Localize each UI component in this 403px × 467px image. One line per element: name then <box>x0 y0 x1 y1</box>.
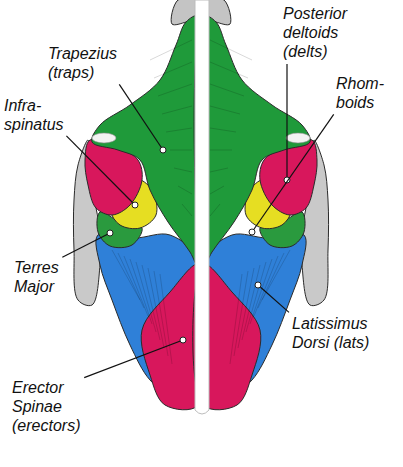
spine <box>195 0 209 414</box>
leader-dot <box>249 229 255 235</box>
fibre-line <box>178 186 192 194</box>
fibre-line <box>170 150 192 151</box>
leader-line <box>258 285 289 312</box>
leader-dot <box>160 147 166 153</box>
muscle-label: Latissimus Dorsi (lats) <box>292 314 392 352</box>
fibre-line <box>210 106 240 114</box>
fibre-line <box>242 265 260 340</box>
fibre-line <box>124 256 148 316</box>
fibre-line <box>166 128 192 132</box>
fibre-line <box>142 265 160 340</box>
muscle-label: Infra- spinatus <box>4 96 74 134</box>
acromion <box>286 133 310 143</box>
fibre-line <box>112 250 140 300</box>
leader-line <box>286 64 287 180</box>
leader-line <box>66 136 135 205</box>
fibre-line <box>210 84 244 96</box>
leader-line <box>119 84 163 150</box>
leader-line <box>62 233 110 257</box>
fibre-line <box>210 186 224 194</box>
fibre-line <box>158 84 192 96</box>
muscle-label: Rhom- boids <box>336 74 394 112</box>
fibre-line <box>162 106 192 114</box>
fibre-line <box>210 150 232 151</box>
fibre-line <box>148 268 164 348</box>
fibre-line <box>154 62 192 78</box>
fibre-line <box>174 168 192 172</box>
muscle-label: Posterior deltoids (delts) <box>283 4 373 61</box>
fibre-line <box>238 268 254 348</box>
fibre-line <box>210 62 248 78</box>
fibre-line <box>246 262 266 332</box>
fibre-line <box>182 204 192 216</box>
muscle-label: Erector Spinae (erectors) <box>12 378 92 435</box>
muscle-label: Terres Major <box>14 258 74 296</box>
leader-dot <box>107 230 113 236</box>
fibre-line <box>210 168 228 172</box>
fibre-line <box>150 40 192 60</box>
fibre-line <box>210 204 220 216</box>
acromion <box>92 133 116 143</box>
leader-line <box>252 114 334 232</box>
leader-dot <box>132 202 138 208</box>
muscle-label: Trapezius (traps) <box>48 44 130 82</box>
fibre-line <box>160 274 172 364</box>
fibre-line <box>230 274 242 364</box>
leader-dot <box>255 282 261 288</box>
leader-dot <box>180 337 186 343</box>
leader-line <box>84 340 183 378</box>
fibre-line <box>210 128 236 132</box>
fibre-line <box>210 40 252 60</box>
fibre-line <box>136 262 156 332</box>
fibre-line <box>254 256 278 316</box>
